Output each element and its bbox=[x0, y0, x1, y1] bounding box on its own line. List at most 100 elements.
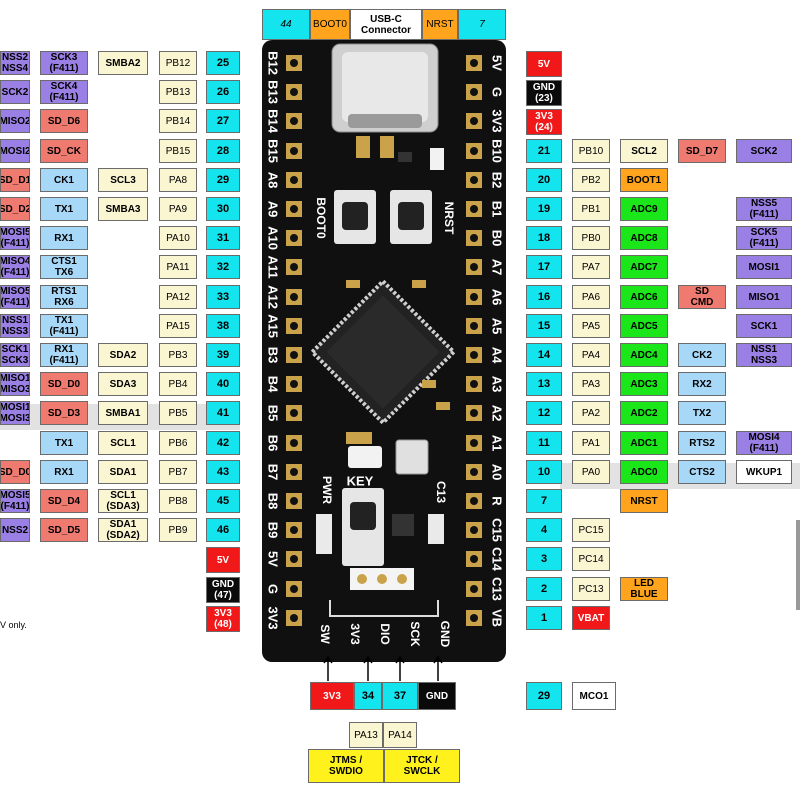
right-func1-8: ADC3 bbox=[620, 372, 668, 396]
right-silk-15: R bbox=[490, 496, 505, 506]
top-boot0: BOOT0 bbox=[310, 9, 350, 40]
left-gpio-5: PA9 bbox=[159, 197, 197, 221]
left-func3-5: SD_D2 bbox=[0, 197, 30, 221]
right-gpio-9: PA2 bbox=[572, 401, 610, 425]
right-pin-7: 14 bbox=[526, 343, 562, 367]
left-silk-18: G bbox=[266, 584, 281, 594]
left-silk-12: B5 bbox=[266, 405, 281, 422]
right-silk-2: 3V3 bbox=[490, 109, 505, 132]
left-func3-11: MISO1 MISO3 bbox=[0, 372, 30, 396]
left-func3-3: MOSI2 bbox=[0, 139, 30, 163]
left-edge-stub bbox=[796, 520, 800, 610]
left-power-1: GND (47) bbox=[206, 577, 240, 603]
left-func2-8: RTS1 RX6 bbox=[40, 285, 88, 309]
right-func1-7: ADC4 bbox=[620, 343, 668, 367]
left-pin-15: 45 bbox=[206, 489, 240, 513]
left-func3-6: MOSI5 (F411) bbox=[0, 226, 30, 250]
left-gpio-4: PA8 bbox=[159, 168, 197, 192]
left-gpio-1: PB13 bbox=[159, 80, 197, 104]
bottom-silk-3: SCK bbox=[408, 621, 422, 647]
left-gpio-8: PA12 bbox=[159, 285, 197, 309]
left-func2-16: SD_D5 bbox=[40, 518, 88, 542]
right-gpio-5: PA6 bbox=[572, 285, 610, 309]
left-silk-5: A9 bbox=[266, 201, 281, 218]
left-pin-0: 25 bbox=[206, 51, 240, 75]
left-func2-2: SD_D6 bbox=[40, 109, 88, 133]
bottom-silk-2: DIO bbox=[378, 623, 392, 644]
right-silk-3: B10 bbox=[490, 139, 505, 163]
right-silk-16: C15 bbox=[490, 518, 505, 542]
left-gpio-0: PB12 bbox=[159, 51, 197, 75]
left-silk-17: 5V bbox=[266, 551, 281, 567]
top-pin-44: 44 bbox=[262, 9, 310, 40]
right-func1-9: ADC2 bbox=[620, 401, 668, 425]
left-pin-3: 28 bbox=[206, 139, 240, 163]
left-func2-1: SCK4 (F411) bbox=[40, 80, 88, 104]
right-func2-11: CTS2 bbox=[678, 460, 726, 484]
left-pin-12: 41 bbox=[206, 401, 240, 425]
left-silk-15: B8 bbox=[266, 493, 281, 510]
right-silk-4: B2 bbox=[490, 172, 505, 189]
right-func3-4: MOSI1 bbox=[736, 255, 792, 279]
right-func1-4: ADC7 bbox=[620, 255, 668, 279]
bottom-pin-29: 29 bbox=[526, 682, 562, 710]
left-gpio-9: PA15 bbox=[159, 314, 197, 338]
right-func3-0: SCK2 bbox=[736, 139, 792, 163]
left-pin-8: 33 bbox=[206, 285, 240, 309]
right-power-2: 3V3 (24) bbox=[526, 109, 562, 135]
left-func1-16: SDA1 (SDA2) bbox=[98, 518, 148, 542]
right-gpio-8: PA3 bbox=[572, 372, 610, 396]
left-func2-4: CK1 bbox=[40, 168, 88, 192]
left-func3-0: NSS2 NSS4 bbox=[0, 51, 30, 75]
right-power-0: 5V bbox=[526, 51, 562, 77]
bottom-pin-37: 37 bbox=[382, 682, 418, 710]
left-func2-9: TX1 (F411) bbox=[40, 314, 88, 338]
left-gpio-3: PB15 bbox=[159, 139, 197, 163]
right-func1-2: ADC9 bbox=[620, 197, 668, 221]
right-silk-11: A3 bbox=[490, 376, 505, 393]
right-silk-8: A6 bbox=[490, 289, 505, 306]
left-func3-8: MISO5 (F411) bbox=[0, 285, 30, 309]
right-func3-10: MOSI4 (F411) bbox=[736, 431, 792, 455]
right-vbat: VBAT bbox=[572, 606, 610, 630]
top-pin-7: 7 bbox=[458, 9, 506, 40]
right-pin-8: 13 bbox=[526, 372, 562, 396]
left-func3-7: MISO4 (F411) bbox=[0, 255, 30, 279]
left-gpio-16: PB9 bbox=[159, 518, 197, 542]
right-func2-5: SD CMD bbox=[678, 285, 726, 309]
left-func3-10: SCK1 SCK3 bbox=[0, 343, 30, 367]
bottom-jtms-swdio: JTMS / SWDIO bbox=[308, 749, 384, 783]
blackpill-board bbox=[262, 40, 506, 662]
left-pin-11: 40 bbox=[206, 372, 240, 396]
right-gpio-4: PA7 bbox=[572, 255, 610, 279]
left-pin-9: 38 bbox=[206, 314, 240, 338]
left-gpio-11: PB4 bbox=[159, 372, 197, 396]
left-silk-6: A10 bbox=[266, 226, 281, 250]
left-pin-6: 31 bbox=[206, 226, 240, 250]
left-power-2: 3V3 (48) bbox=[206, 606, 240, 632]
left-pin-7: 32 bbox=[206, 255, 240, 279]
right-func3-6: SCK1 bbox=[736, 314, 792, 338]
left-silk-0: B12 bbox=[266, 51, 281, 75]
left-func2-3: SD_CK bbox=[40, 139, 88, 163]
right-gpio-1: PB2 bbox=[572, 168, 610, 192]
board-pwr-label: PWR bbox=[320, 476, 334, 504]
left-pin-10: 39 bbox=[206, 343, 240, 367]
left-power-0: 5V bbox=[206, 547, 240, 573]
right-func1-15: LED BLUE bbox=[620, 577, 668, 601]
left-silk-2: B14 bbox=[266, 109, 281, 134]
right-pin-6: 15 bbox=[526, 314, 562, 338]
right-gpio-13: PC15 bbox=[572, 518, 610, 542]
left-func3-14: SD_D0 bbox=[0, 460, 30, 484]
right-func1-1: BOOT1 bbox=[620, 168, 668, 192]
right-func1-10: ADC1 bbox=[620, 431, 668, 455]
right-gpio-15: PC13 bbox=[572, 577, 610, 601]
left-func1-11: SDA3 bbox=[98, 372, 148, 396]
right-silk-0: 5V bbox=[490, 55, 505, 71]
left-silk-7: A11 bbox=[266, 255, 281, 278]
right-func1-12: NRST bbox=[620, 489, 668, 513]
left-func2-7: CTS1 TX6 bbox=[40, 255, 88, 279]
left-func1-15: SCL1 (SDA3) bbox=[98, 489, 148, 513]
right-silk-9: A5 bbox=[490, 318, 505, 335]
